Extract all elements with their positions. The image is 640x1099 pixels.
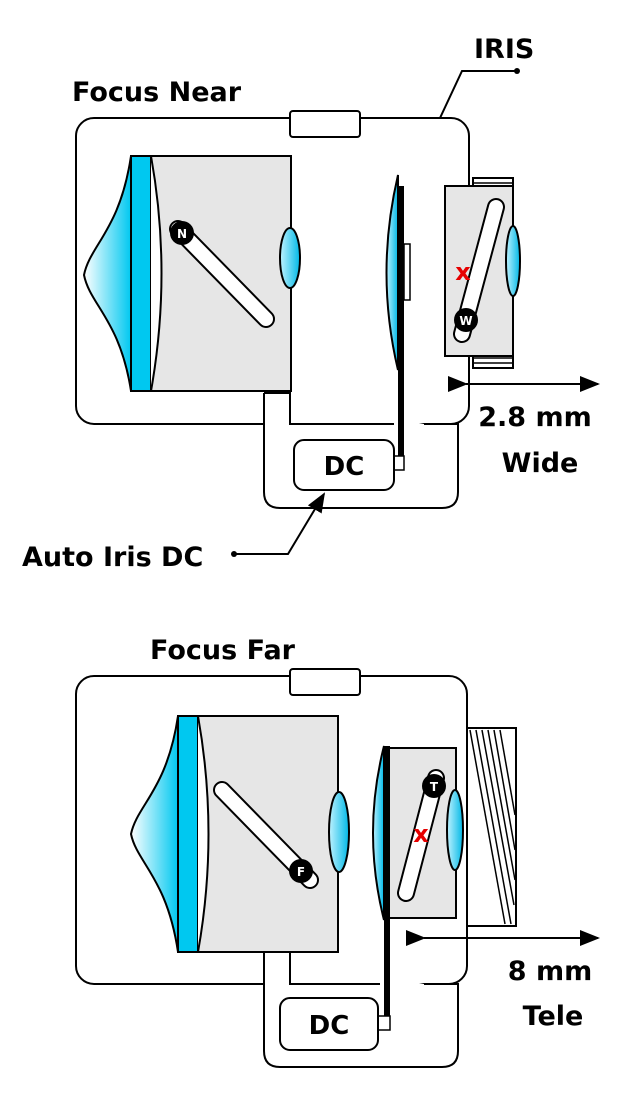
focus-rear-lens-bottom <box>328 791 350 873</box>
iris-opening <box>403 243 411 301</box>
front-lens-bottom <box>129 715 179 953</box>
zoom-knob-label-bottom: T <box>430 780 439 794</box>
front-lens-rim <box>130 155 152 392</box>
focus-knob-top <box>170 221 194 245</box>
dc-box-label: DC <box>324 452 365 482</box>
focus-slot <box>171 222 273 326</box>
top-zoom-state: Wide <box>502 448 579 479</box>
zoom-lens-bottom <box>446 789 464 871</box>
zoom-knob-label: W <box>459 314 472 328</box>
iris-lens <box>385 174 399 371</box>
iris-connector-bottom <box>377 1015 391 1031</box>
auto-iris-leader <box>234 492 326 555</box>
focus-knob-label-bottom: F <box>297 865 305 879</box>
top-tab-bottom <box>289 668 361 696</box>
iris-label: IRIS <box>474 34 534 65</box>
iris-blade <box>398 186 404 460</box>
zoom-knob-bottom <box>422 774 446 798</box>
x-mark-top: x <box>455 258 471 286</box>
focus-knob-label: N <box>177 227 187 241</box>
zoom-knob-top <box>454 308 478 332</box>
bottom-focal-length: 8 mm <box>508 956 592 987</box>
iris-blade-bottom <box>384 746 390 1026</box>
dc-box <box>293 439 395 491</box>
top-tab <box>289 110 361 138</box>
focus-knob-bottom <box>289 859 313 883</box>
top-diagram: Focus Near IRIS N <box>22 34 600 573</box>
focus-rear-lens <box>279 227 301 289</box>
bottom-diagram: Focus Far F <box>75 635 600 1068</box>
top-focal-length: 2.8 mm <box>478 402 592 433</box>
bottom-zoom-state: Tele <box>523 1001 584 1032</box>
dc-box-label-bottom: DC <box>309 1011 350 1041</box>
zoom-lens <box>505 225 521 297</box>
bottom-title: Focus Far <box>150 635 296 666</box>
iris-lens-bottom <box>372 745 385 921</box>
dc-box-bottom <box>279 997 379 1051</box>
front-lens <box>82 155 132 392</box>
auto-iris-label: Auto Iris DC <box>22 542 203 573</box>
x-mark-bottom: x <box>413 820 429 848</box>
top-title: Focus Near <box>72 77 242 108</box>
zoom-ring-extended <box>465 727 517 927</box>
front-lens-rim-bottom <box>177 715 199 953</box>
